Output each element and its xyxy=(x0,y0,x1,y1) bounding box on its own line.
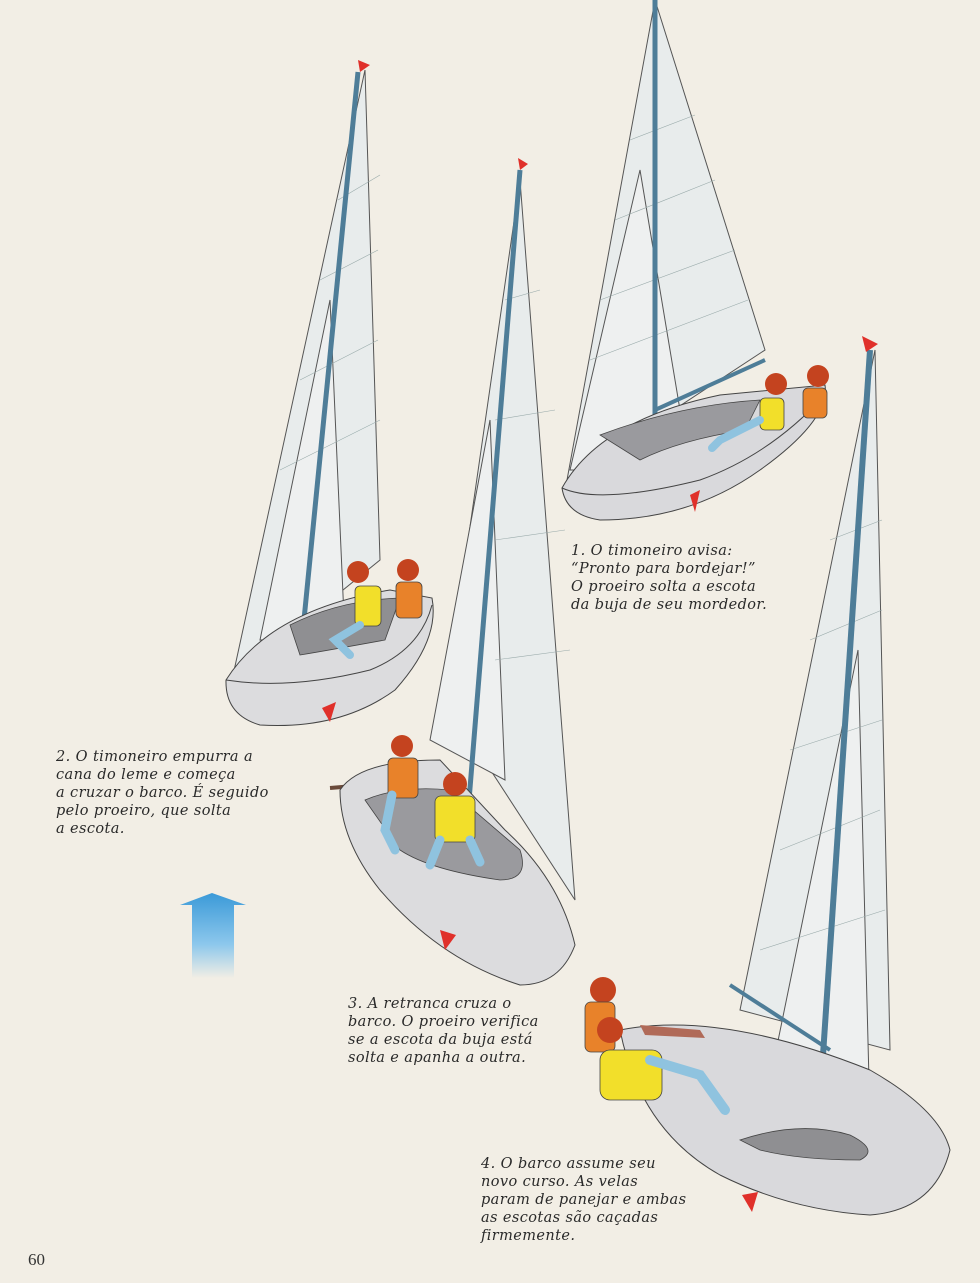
wind-direction-arrow-icon xyxy=(180,893,246,978)
boat-step2 xyxy=(225,60,434,727)
caption-step4: 4. O barco assume seu novo curso. As vel… xyxy=(481,1156,687,1244)
page-number: 60 xyxy=(28,1250,45,1269)
boat-step1 xyxy=(561,0,829,521)
caption-step1: 1. O timoneiro avisa: “Pronto para borde… xyxy=(571,543,768,613)
caption-step2: 2. O timoneiro empurra a cana do leme e … xyxy=(56,749,269,837)
boat-step3 xyxy=(329,158,576,986)
boat-step4 xyxy=(584,336,951,1216)
caption-step3: 3. A retranca cruza o barco. O proeiro v… xyxy=(348,996,539,1066)
